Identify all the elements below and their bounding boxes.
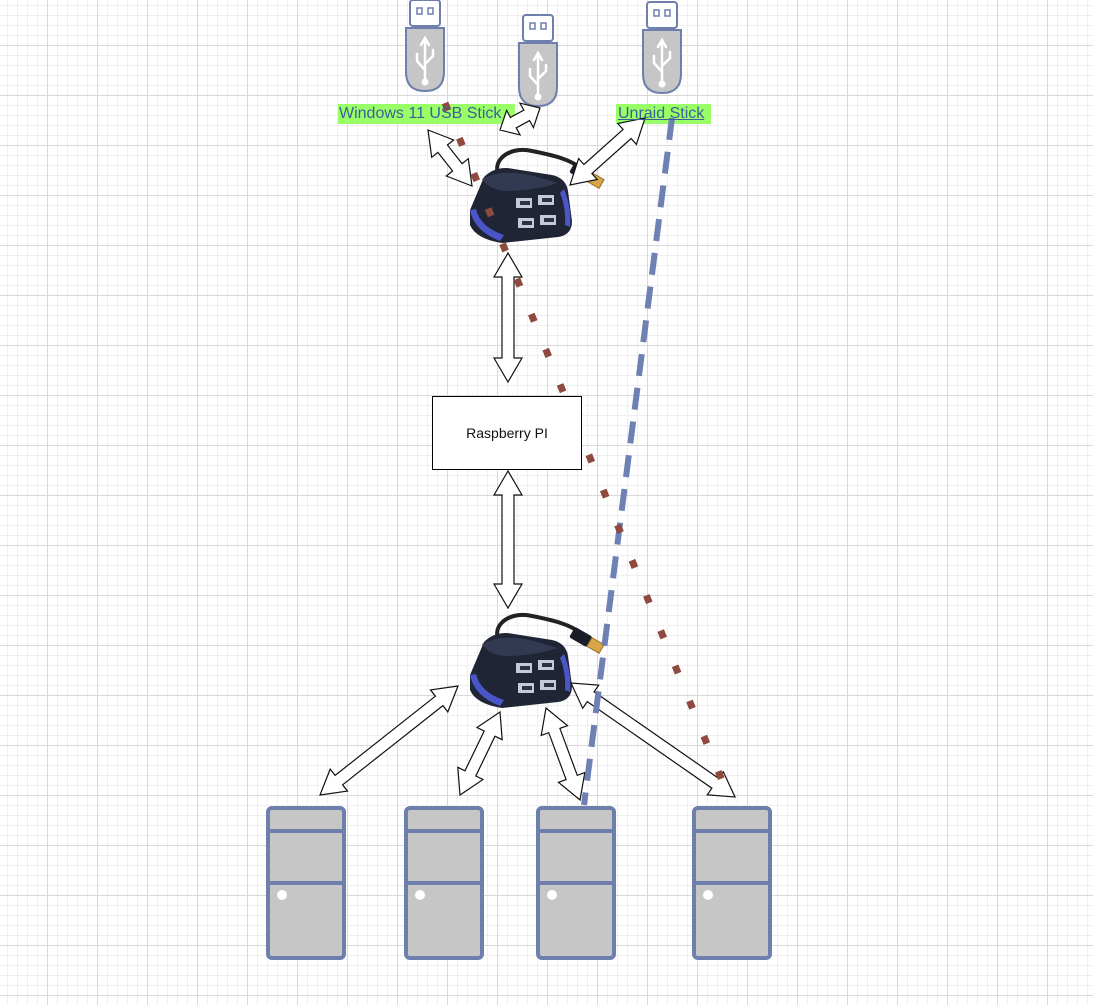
computer-tower-icon-2[interactable] — [404, 806, 484, 960]
raspberry-pi-box[interactable]: Raspberry PI — [432, 396, 582, 470]
arrow-hub-to-computer-3[interactable] — [540, 706, 586, 802]
arrow-middle-stick-to-hub[interactable] — [499, 102, 541, 136]
arrow-hub-to-computer-4[interactable] — [570, 682, 736, 798]
arrow-hub-to-computer-2[interactable] — [457, 710, 503, 797]
arrow-unraid-stick-to-hub[interactable] — [569, 117, 646, 186]
arrow-pi-to-bottom-hub[interactable] — [492, 469, 524, 610]
windows-stick-label: Windows 11 USB Stick — [339, 105, 502, 122]
raspberry-pi-label: Raspberry PI — [466, 425, 548, 441]
windows-label-highlight — [338, 104, 515, 124]
arrow-hub-to-computer-1[interactable] — [319, 685, 459, 796]
arrow-top-hub-to-pi[interactable] — [492, 251, 524, 384]
computer-tower-icon-3[interactable] — [536, 806, 616, 960]
unraid-stick-label[interactable]: Unraid Stick — [618, 105, 705, 122]
usb-stick-icon-windows[interactable] — [404, 0, 446, 93]
usb-stick-icon-unraid[interactable] — [641, 0, 683, 95]
dashed-link-unraid[interactable] — [581, 117, 675, 806]
arrow-windows-stick-to-hub[interactable] — [427, 129, 473, 187]
computer-tower-icon-1[interactable] — [266, 806, 346, 960]
computer-tower-icon-4[interactable] — [692, 806, 772, 960]
usb-stick-icon-middle[interactable] — [517, 13, 559, 108]
